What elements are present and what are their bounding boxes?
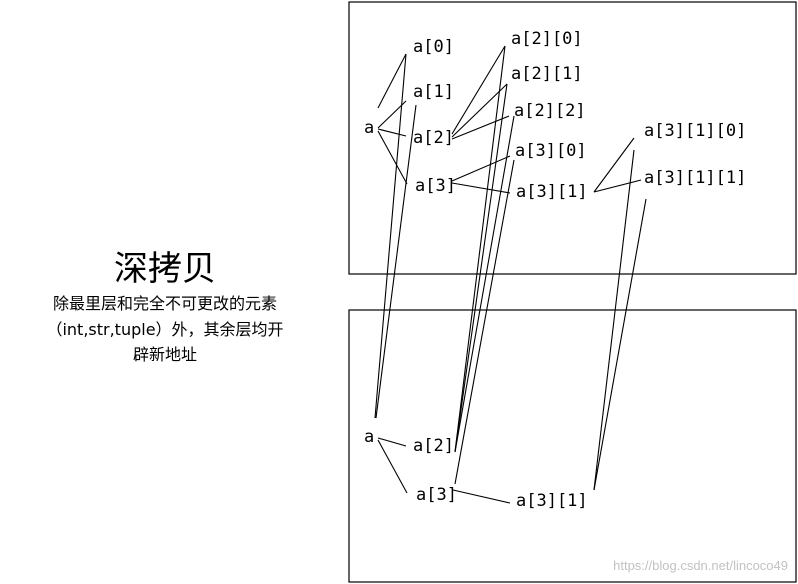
node-a1: a[1] — [413, 82, 454, 102]
edge-a2-a20 — [451, 45, 506, 135]
shared-ref-a0 — [374, 53, 407, 419]
edge-copy-a-a2 — [377, 437, 407, 447]
edge-a2-a22 — [451, 115, 510, 140]
edge-a-a2 — [377, 128, 407, 137]
edge-a3-a30 — [451, 155, 511, 182]
node-a2-0: a[2][0] — [511, 29, 583, 49]
description-line-1: 除最里层和完全不可更改的元素 — [53, 294, 277, 313]
node-a3-1: a[3][1] — [516, 182, 588, 202]
copy-node-a2: a[2] — [413, 436, 454, 456]
node-a2-2: a[2][2] — [514, 101, 586, 121]
node-a2-1: a[2][1] — [511, 64, 583, 84]
copy-node-a3: a[3] — [416, 485, 457, 505]
copy-node-labels: a a[2] a[3] a[3][1] — [364, 427, 588, 511]
node-a0: a[0] — [413, 37, 454, 57]
node-a3-1-0: a[3][1][0] — [644, 121, 746, 141]
edge-copy-a-a3 — [377, 439, 408, 494]
diagram-title: 深拷贝 — [114, 249, 216, 289]
node-a2: a[2] — [413, 128, 454, 148]
shared-ref-a310 — [593, 149, 635, 491]
shared-ref-a1 — [375, 104, 417, 419]
shared-ref-a30 — [454, 159, 515, 485]
edge-a31-a310 — [593, 137, 635, 193]
watermark: https://blog.csdn.net/lincoco49 — [613, 558, 788, 573]
edge-a-a0 — [377, 53, 407, 109]
deep-copy-object-box — [348, 309, 797, 583]
original-node-labels: a a[0] a[1] a[2] a[3] a[2][0] a[2][1] a[… — [364, 29, 746, 202]
description: 除最里层和完全不可更改的元素 （int,str,tuple）外，其余层均开 辟新… — [46, 294, 283, 364]
edge-a31-a311 — [593, 179, 642, 193]
original-object-box — [348, 1, 797, 275]
edge-a-a3 — [377, 130, 408, 185]
description-line-3: 辟新地址 — [133, 345, 197, 364]
shared-ref-a311 — [593, 198, 647, 491]
shared-ref-a21 — [454, 83, 508, 453]
shared-ref-a20 — [454, 45, 506, 453]
edge-copy-a3-a31 — [452, 489, 511, 504]
shared-ref-a22 — [454, 115, 515, 453]
description-line-2: （int,str,tuple）外，其余层均开 — [46, 320, 283, 339]
reference-lines — [374, 45, 647, 504]
node-a: a — [364, 118, 374, 138]
node-a3: a[3] — [415, 176, 456, 196]
copy-node-a3-1: a[3][1] — [516, 491, 588, 511]
node-a3-0: a[3][0] — [515, 141, 587, 161]
copy-node-a: a — [364, 427, 374, 447]
edge-a2-a21 — [451, 83, 508, 138]
node-a3-1-1: a[3][1][1] — [644, 168, 746, 188]
